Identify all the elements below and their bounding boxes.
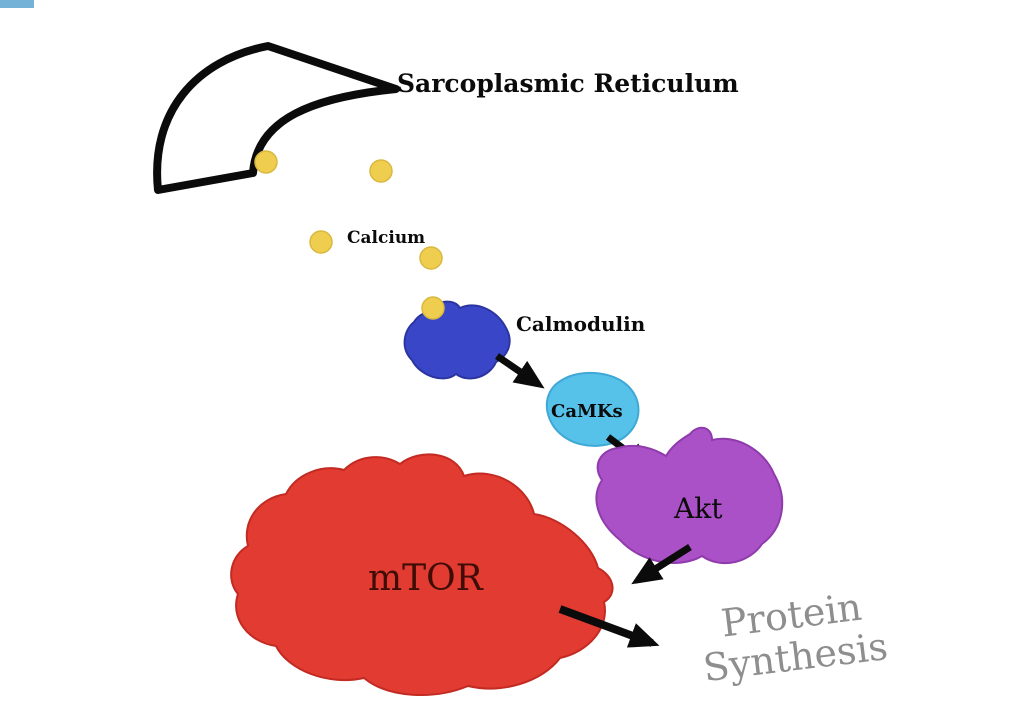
mtor-shape bbox=[230, 453, 614, 696]
calmodulin-label: Calmodulin bbox=[516, 312, 646, 336]
calcium-ion-2 bbox=[369, 159, 393, 183]
calcium-ion-4 bbox=[419, 246, 443, 270]
sarcoplasmic-reticulum-label: Sarcoplasmic Reticulum bbox=[397, 69, 739, 98]
calmodulin-shape bbox=[403, 300, 511, 380]
calcium-label: Calcium bbox=[347, 228, 425, 248]
calcium-ion-5 bbox=[421, 296, 445, 320]
akt-label: Akt bbox=[673, 492, 723, 525]
corner-artifact bbox=[0, 0, 34, 8]
camks-shape bbox=[545, 371, 640, 447]
sarcoplasmic-reticulum-shape bbox=[153, 42, 400, 194]
camks-label: CaMKs bbox=[551, 401, 623, 422]
calcium-ion-3 bbox=[309, 230, 333, 254]
arrow-mtor-to-protein-synthesis bbox=[558, 605, 660, 648]
arrow-calmodulin-to-camks bbox=[495, 353, 545, 389]
akt-shape bbox=[595, 426, 784, 565]
calcium-ion-1 bbox=[254, 150, 278, 174]
mtor-label: mTOR bbox=[368, 558, 484, 599]
arrow-akt-to-mtor bbox=[631, 544, 692, 585]
